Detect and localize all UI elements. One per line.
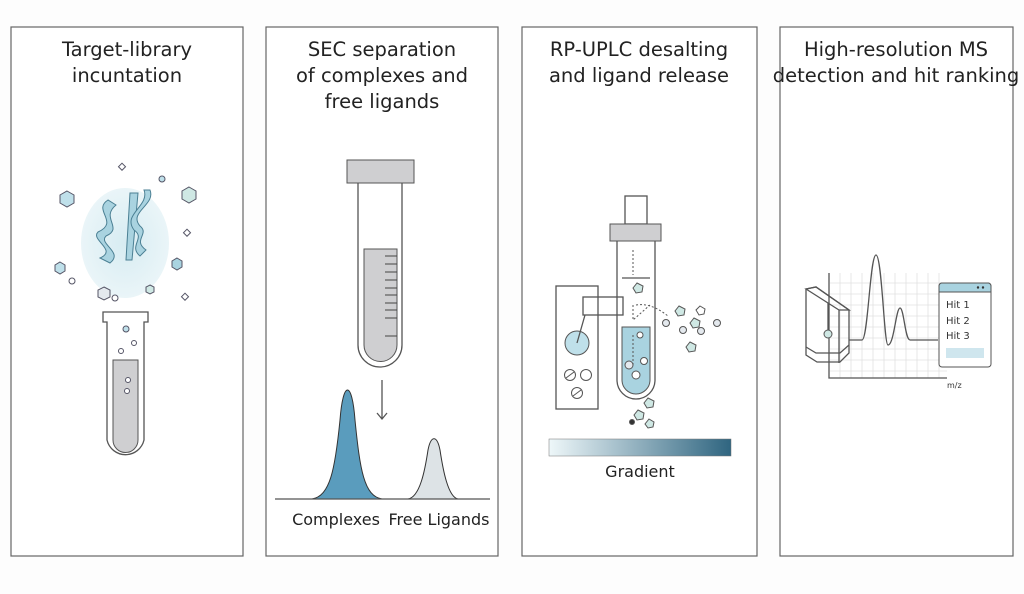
ligand-particles xyxy=(54,162,197,302)
panel-sec-separation: SEC separation of complexes and free lig… xyxy=(265,26,499,557)
sec-column-icon xyxy=(346,159,415,368)
panel-title-line: RP-UPLC desalting xyxy=(550,38,728,61)
protein-ribbons-icon xyxy=(96,189,152,264)
hit-item: Hit 1 xyxy=(946,300,970,311)
complexes-peak xyxy=(311,389,383,500)
panel-title-line: free ligands xyxy=(325,90,440,113)
panel-incubation: Target-library incuntation xyxy=(10,26,244,557)
ms-axes xyxy=(828,273,947,379)
uplc-instrument-icon xyxy=(555,195,721,429)
free-ligands-peak xyxy=(407,438,459,500)
hit-item: Hit 2 xyxy=(946,316,970,327)
panel-title-line: incuntation xyxy=(72,64,182,87)
panel-title-line: of complexes and xyxy=(296,64,468,87)
hit-ranking-window: Hit 1 Hit 2 Hit 3 xyxy=(938,282,992,368)
panel-title-line: and ligand release xyxy=(549,64,729,87)
panel-title-line: High-resolution MS xyxy=(804,38,988,61)
panel-ms-detection: High-resolution MS detection and hit ran… xyxy=(773,26,1020,557)
gradient-bar xyxy=(548,438,732,457)
test-tube-icon xyxy=(102,311,149,456)
free-ligands-label: Free Ligands xyxy=(389,510,490,529)
panel-title-line: detection and hit ranking xyxy=(773,64,1020,87)
gradient-label: Gradient xyxy=(605,462,675,481)
mz-axis-label: m/z xyxy=(947,381,962,390)
protein-cloud xyxy=(81,188,169,298)
arrow-down-icon xyxy=(376,380,388,421)
panel-title-line: Target-library xyxy=(61,38,192,61)
panel-rp-uplc: RP-UPLC desalting and ligand release xyxy=(521,26,758,557)
hit-item: Hit 3 xyxy=(946,331,970,342)
panel-title-line: SEC separation xyxy=(308,38,456,61)
mass-spectrometer-icon xyxy=(804,286,852,363)
complexes-label: Complexes xyxy=(292,510,380,529)
ms-spectrum-line xyxy=(849,254,938,346)
